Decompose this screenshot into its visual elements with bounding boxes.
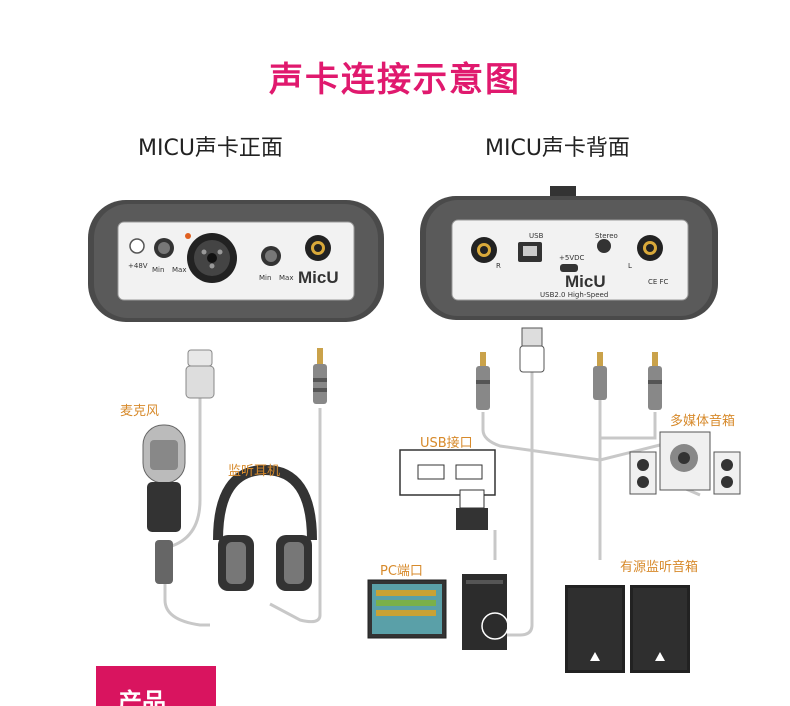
front-panel-device bbox=[88, 200, 384, 322]
dc-port bbox=[560, 264, 578, 272]
front-micu-logo: MicU bbox=[298, 268, 339, 287]
pc-port-label: PC端口 bbox=[380, 564, 423, 579]
microphone-label: 麦克风 bbox=[120, 404, 160, 419]
knob-left-min: Min bbox=[152, 266, 165, 274]
headphones-label: 监听耳机 bbox=[228, 464, 281, 479]
product-section-tab: 产品 bbox=[96, 666, 216, 706]
usb-port-label: USB接口 bbox=[420, 436, 473, 451]
r-label: R bbox=[496, 262, 501, 270]
headphones bbox=[213, 464, 317, 591]
usb-b-plug bbox=[519, 327, 545, 373]
knob-right-min: Min bbox=[259, 274, 272, 282]
active-monitors bbox=[565, 585, 690, 673]
back-panel-device bbox=[420, 186, 718, 320]
usb-speed-label: USB2.0 High-Speed bbox=[540, 291, 609, 299]
back-micu-logo: MicU bbox=[565, 272, 606, 291]
usb-label: USB bbox=[529, 232, 544, 240]
usb-a-plug-head bbox=[459, 489, 485, 509]
cert-marks: CE FC bbox=[648, 278, 669, 286]
multimedia-speakers-label: 多媒体音箱 bbox=[670, 414, 736, 429]
multimedia-speakers bbox=[629, 431, 741, 495]
back-panel-caption: MICU声卡背面 bbox=[485, 136, 630, 161]
trs-plug-back-left bbox=[476, 352, 490, 410]
usb-port-box bbox=[399, 449, 496, 530]
knob-right-max: Max bbox=[279, 274, 294, 282]
l-label: L bbox=[628, 262, 632, 270]
pc bbox=[367, 574, 509, 650]
phantom-button bbox=[129, 238, 145, 254]
knob-left-max: Max bbox=[172, 266, 187, 274]
stereo-label: Stereo bbox=[595, 232, 618, 240]
trs-plug-back-mid bbox=[593, 352, 607, 400]
trs-plug-front bbox=[313, 348, 327, 404]
phantom-label: +48V bbox=[128, 262, 148, 270]
active-monitors-label: 有源监听音箱 bbox=[620, 560, 699, 575]
trs-plug-back-right bbox=[648, 352, 662, 410]
front-panel-caption: MICU声卡正面 bbox=[138, 136, 283, 161]
dc-label: +5VDC bbox=[559, 254, 585, 262]
microphone bbox=[142, 424, 186, 584]
diagram-title: 声卡连接示意图 bbox=[269, 60, 521, 100]
stereo-jack bbox=[597, 239, 611, 253]
xlr-plug bbox=[185, 349, 215, 399]
